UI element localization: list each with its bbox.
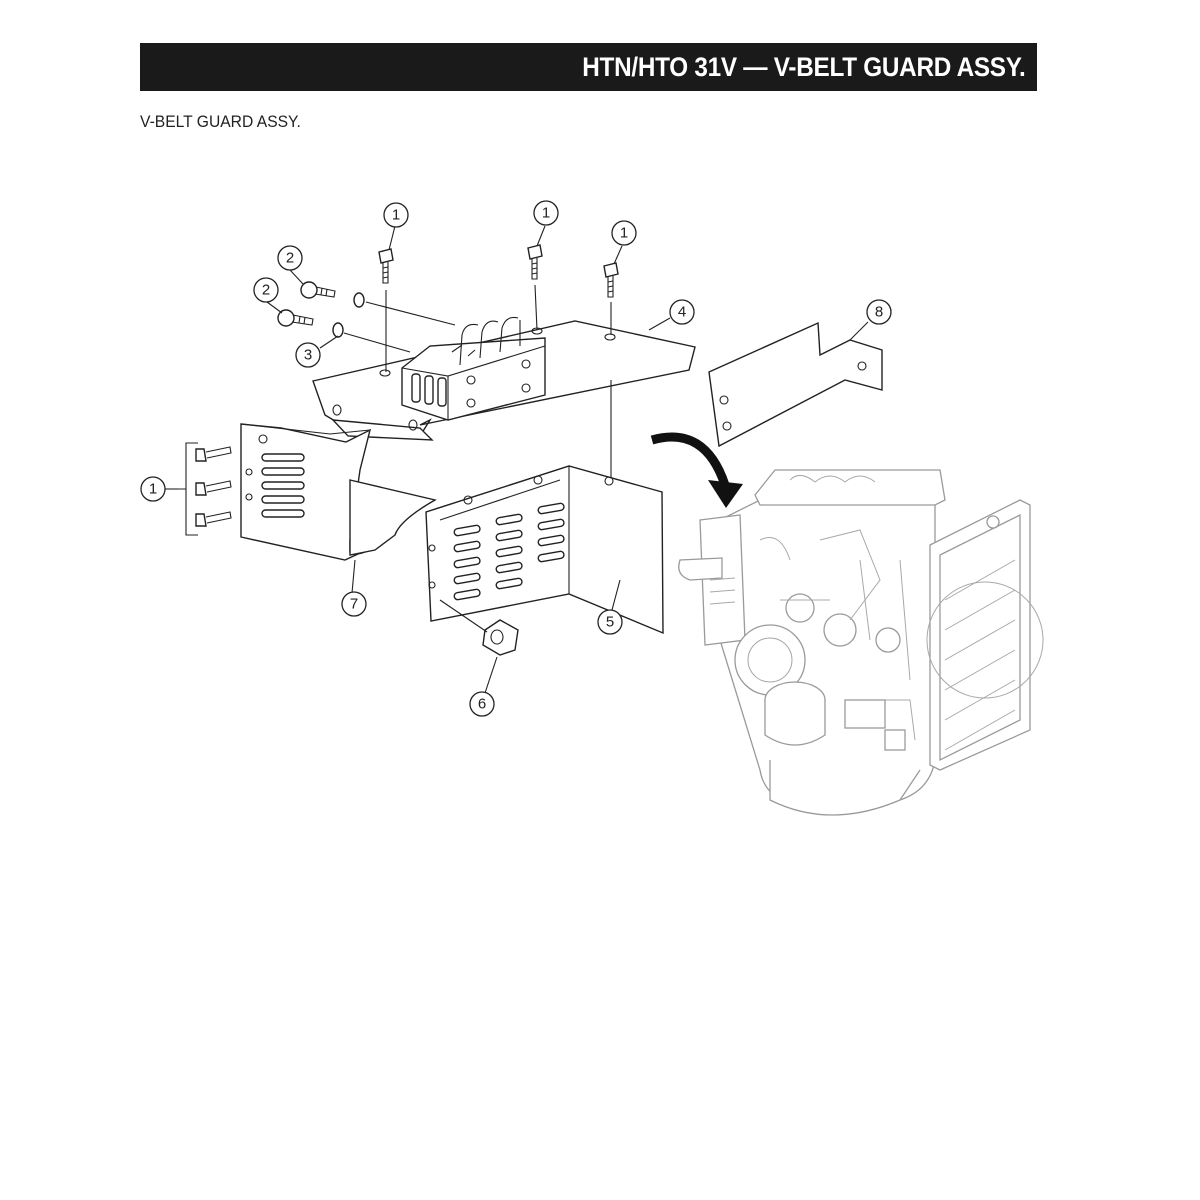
bolt-2a <box>300 281 365 308</box>
callout-1-top-mid: 1 <box>533 200 559 226</box>
install-arrow <box>650 432 730 487</box>
part-6-clip <box>439 599 519 656</box>
callout-3: 3 <box>295 342 321 368</box>
callout-label: 4 <box>678 304 686 321</box>
callout-6: 6 <box>469 691 495 717</box>
callout-label: 3 <box>304 347 312 364</box>
bolt-2b <box>277 309 344 338</box>
callout-1-top-left: 1 <box>383 202 409 228</box>
bolt-1e <box>195 480 232 496</box>
callout-label: 1 <box>149 481 157 498</box>
side-bolts <box>277 281 456 353</box>
leader-lines <box>266 225 869 694</box>
front-guard-vents <box>453 502 565 601</box>
engine-illustration <box>678 469 1044 816</box>
bolt-1d <box>195 446 232 462</box>
bolt-1a <box>378 248 394 284</box>
part-7-side-guard <box>240 423 437 561</box>
title-bar: HTN/HTO 31V — V-BELT GUARD ASSY. <box>140 43 1037 91</box>
callout-label: 1 <box>392 207 400 224</box>
callout-4: 4 <box>669 299 695 325</box>
callout-label: 2 <box>286 250 294 267</box>
callout-label: 1 <box>620 225 628 242</box>
callout-label: 8 <box>875 304 883 321</box>
left-bolts <box>178 442 232 536</box>
callout-label: 5 <box>606 614 614 631</box>
diagram-subtitle: V-BELT GUARD ASSY. <box>140 112 301 131</box>
callout-label: 2 <box>262 282 270 299</box>
side-guard-vents <box>261 453 305 518</box>
part-8-plate <box>708 321 883 448</box>
callout-label: 6 <box>478 696 486 713</box>
callout-label: 7 <box>350 596 358 613</box>
callout-5: 5 <box>597 609 623 635</box>
bolt-1b <box>527 244 543 280</box>
callout-2-lower: 2 <box>253 277 279 303</box>
arrow-head <box>708 480 743 508</box>
callout-label: 1 <box>542 205 550 222</box>
callout-7: 7 <box>341 591 367 617</box>
top-bolts <box>378 244 619 372</box>
bolt-1f <box>195 511 232 527</box>
page-title: HTN/HTO 31V — V-BELT GUARD ASSY. <box>581 51 1026 82</box>
part-5-front-guard <box>425 465 664 635</box>
callout-8: 8 <box>866 299 892 325</box>
callout-1-top-right: 1 <box>611 220 637 246</box>
callout-2-upper: 2 <box>277 245 303 271</box>
callout-1-left: 1 <box>140 476 166 502</box>
part-4-bracket <box>312 316 696 441</box>
bolt-1c <box>603 262 619 298</box>
